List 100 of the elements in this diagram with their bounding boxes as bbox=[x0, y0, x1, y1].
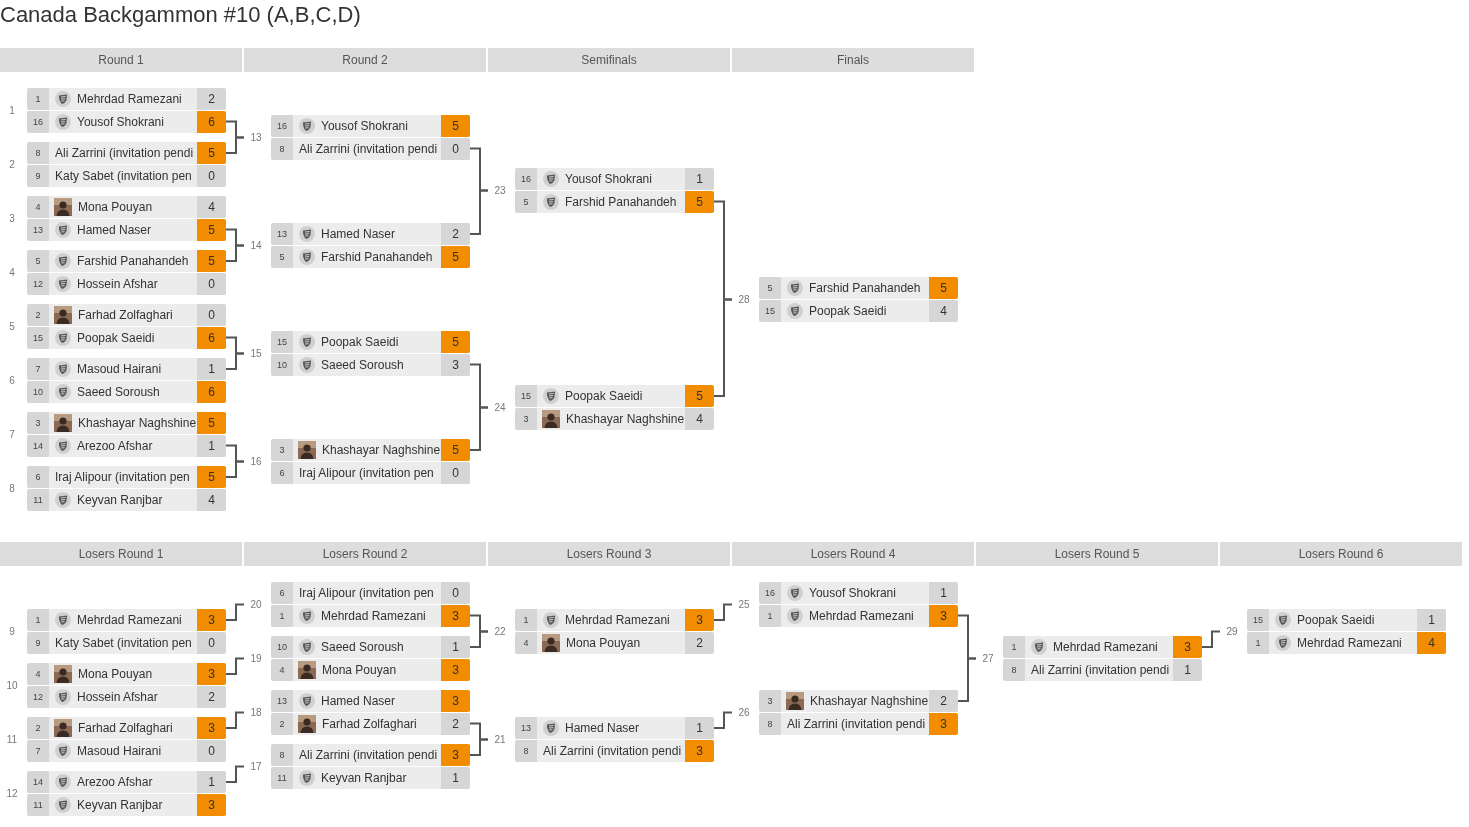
round-header: Losers Round 5 bbox=[976, 542, 1218, 566]
score: 3 bbox=[441, 744, 470, 766]
seed-number: 8 bbox=[27, 142, 49, 164]
player-row bbox=[27, 794, 226, 816]
player-row bbox=[515, 408, 714, 430]
player-name: Ali Zarrini (invitation pendi bbox=[1031, 663, 1171, 677]
score: 5 bbox=[197, 219, 226, 241]
seed-number: 5 bbox=[271, 246, 293, 268]
seed-number: 7 bbox=[27, 740, 49, 762]
player-name: Mehrdad Ramezani bbox=[1053, 640, 1159, 654]
score: 0 bbox=[197, 632, 226, 654]
avatar-silhouette-picture bbox=[786, 692, 804, 710]
player-row bbox=[271, 659, 470, 681]
player-row bbox=[515, 168, 714, 190]
player-name: Ali Zarrini (invitation pendi bbox=[299, 748, 439, 762]
score: 5 bbox=[197, 250, 226, 272]
seed-number: 11 bbox=[27, 794, 49, 816]
match-number: 1 bbox=[8, 105, 16, 117]
avatar-icon bbox=[299, 770, 315, 786]
bracket-connector bbox=[225, 136, 245, 154]
score: 6 bbox=[197, 327, 226, 349]
bracket-connector bbox=[469, 406, 489, 451]
seed-number: 2 bbox=[27, 717, 49, 739]
avatar-icon bbox=[55, 612, 71, 628]
bracket-connector bbox=[1201, 630, 1221, 648]
player-name: Saeed Soroush bbox=[321, 358, 405, 372]
seed-number: 8 bbox=[1003, 659, 1025, 681]
score: 6 bbox=[197, 381, 226, 403]
match-number: 9 bbox=[8, 626, 16, 638]
score: 4 bbox=[929, 300, 958, 322]
player-row bbox=[271, 713, 470, 735]
bracket-connector bbox=[225, 603, 245, 621]
player-name: Khashayar Naghshine bbox=[78, 416, 197, 430]
player-row bbox=[27, 219, 226, 241]
player-name: Mehrdad Ramezani bbox=[565, 613, 671, 627]
match-number: 13 bbox=[249, 132, 263, 144]
player-name: Mehrdad Ramezani bbox=[1297, 636, 1403, 650]
player-row bbox=[271, 744, 470, 766]
player-name: Poopak Saeidi bbox=[809, 304, 888, 318]
seed-number: 1 bbox=[759, 605, 781, 627]
avatar-icon bbox=[1275, 635, 1291, 651]
match-number: 21 bbox=[493, 734, 507, 746]
seed-number: 8 bbox=[759, 713, 781, 735]
avatar-icon bbox=[55, 114, 71, 130]
player-row bbox=[515, 191, 714, 213]
seed-number: 4 bbox=[271, 659, 293, 681]
seed-number: 9 bbox=[27, 165, 49, 187]
score: 1 bbox=[197, 771, 226, 793]
score: 5 bbox=[441, 331, 470, 353]
player-name: Ali Zarrini (invitation pendi bbox=[299, 142, 439, 156]
bracket-connector bbox=[713, 711, 733, 729]
player-row bbox=[27, 740, 226, 762]
player-row bbox=[271, 354, 470, 376]
player-name: Poopak Saeidi bbox=[1297, 613, 1376, 627]
round-header: Losers Round 6 bbox=[1220, 542, 1462, 566]
score: 4 bbox=[685, 408, 714, 430]
bracket-connector bbox=[225, 352, 245, 370]
match-number: 4 bbox=[8, 267, 16, 279]
player-name: Farhad Zolfaghari bbox=[322, 717, 418, 731]
avatar-icon bbox=[55, 438, 71, 454]
score: 3 bbox=[197, 794, 226, 816]
player-row bbox=[27, 381, 226, 403]
player-row bbox=[759, 690, 958, 712]
bracket-connector bbox=[225, 657, 245, 675]
player-name: Khashayar Naghshine bbox=[810, 694, 929, 708]
avatar-icon bbox=[299, 249, 315, 265]
player-row bbox=[1003, 659, 1202, 681]
bracket-connector bbox=[469, 738, 489, 756]
score: 1 bbox=[1417, 609, 1446, 631]
player-row bbox=[27, 327, 226, 349]
player-name: Poopak Saeidi bbox=[565, 389, 644, 403]
score: 3 bbox=[197, 663, 226, 685]
score: 1 bbox=[929, 582, 958, 604]
player-row bbox=[515, 609, 714, 631]
avatar-icon bbox=[55, 492, 71, 508]
avatar-icon bbox=[299, 693, 315, 709]
avatar-icon bbox=[55, 689, 71, 705]
score: 3 bbox=[441, 659, 470, 681]
player-name: Mona Pouyan bbox=[566, 636, 642, 650]
score: 5 bbox=[197, 412, 226, 434]
player-name: Farhad Zolfaghari bbox=[78, 308, 174, 322]
avatar-icon bbox=[543, 388, 559, 404]
player-name: Iraj Alipour (invitation pen bbox=[299, 466, 435, 480]
player-row bbox=[271, 462, 470, 484]
match-number: 8 bbox=[8, 483, 16, 495]
seed-number: 16 bbox=[271, 115, 293, 137]
avatar-icon bbox=[787, 608, 803, 624]
bracket-connector bbox=[225, 460, 245, 478]
match-number: 28 bbox=[737, 294, 751, 306]
match-number: 27 bbox=[981, 653, 995, 665]
seed-number: 13 bbox=[27, 219, 49, 241]
avatar-silhouette-picture bbox=[542, 634, 560, 652]
seed-number: 4 bbox=[515, 632, 537, 654]
bracket-connector bbox=[225, 711, 245, 729]
seed-number: 13 bbox=[271, 223, 293, 245]
bracket-title: Canada Backgammon #10 (A,B,C,D) bbox=[0, 2, 361, 28]
player-row bbox=[271, 115, 470, 137]
avatar-icon bbox=[299, 334, 315, 350]
score: 1 bbox=[441, 636, 470, 658]
avatar-icon bbox=[787, 303, 803, 319]
